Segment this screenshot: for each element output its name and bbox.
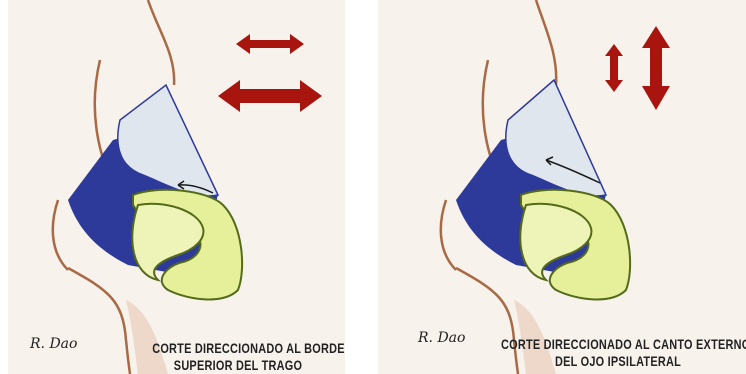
artist-signature: R. Dao bbox=[418, 330, 465, 346]
artist-signature: R. Dao bbox=[30, 336, 77, 352]
horizontal-arrow-small bbox=[236, 34, 304, 54]
neck-contour bbox=[68, 268, 130, 374]
illustration-panel-right: R. Dao CORTE DIRECCIONADO AL CANTO EXTER… bbox=[378, 0, 746, 374]
face-contour bbox=[148, 0, 174, 85]
horizontal-arrow-large bbox=[218, 80, 322, 112]
surgical-flap-drawing-left bbox=[8, 0, 345, 374]
surgical-flap-drawing-right bbox=[378, 0, 746, 374]
jaw-contour bbox=[441, 200, 456, 270]
jaw-contour bbox=[53, 200, 68, 270]
caption-line-1: CORTE DIRECCIONADO AL CANTO EXTERNO bbox=[501, 336, 735, 353]
caption-left: CORTE DIRECCIONADO AL BORDE SUPERIOR DEL… bbox=[152, 340, 324, 374]
caption-line-2: SUPERIOR DEL TRAGO bbox=[152, 357, 324, 374]
face-contour bbox=[536, 0, 556, 85]
caption-right: CORTE DIRECCIONADO AL CANTO EXTERNO DEL … bbox=[501, 336, 735, 370]
vertical-arrow-large bbox=[642, 26, 670, 110]
caption-line-2: DEL OJO IPSILATERAL bbox=[501, 353, 735, 370]
illustration-panel-left: R. Dao CORTE DIRECCIONADO AL BORDE SUPER… bbox=[8, 0, 345, 374]
vertical-arrow-small bbox=[605, 44, 623, 92]
caption-line-1: CORTE DIRECCIONADO AL BORDE bbox=[152, 340, 324, 357]
